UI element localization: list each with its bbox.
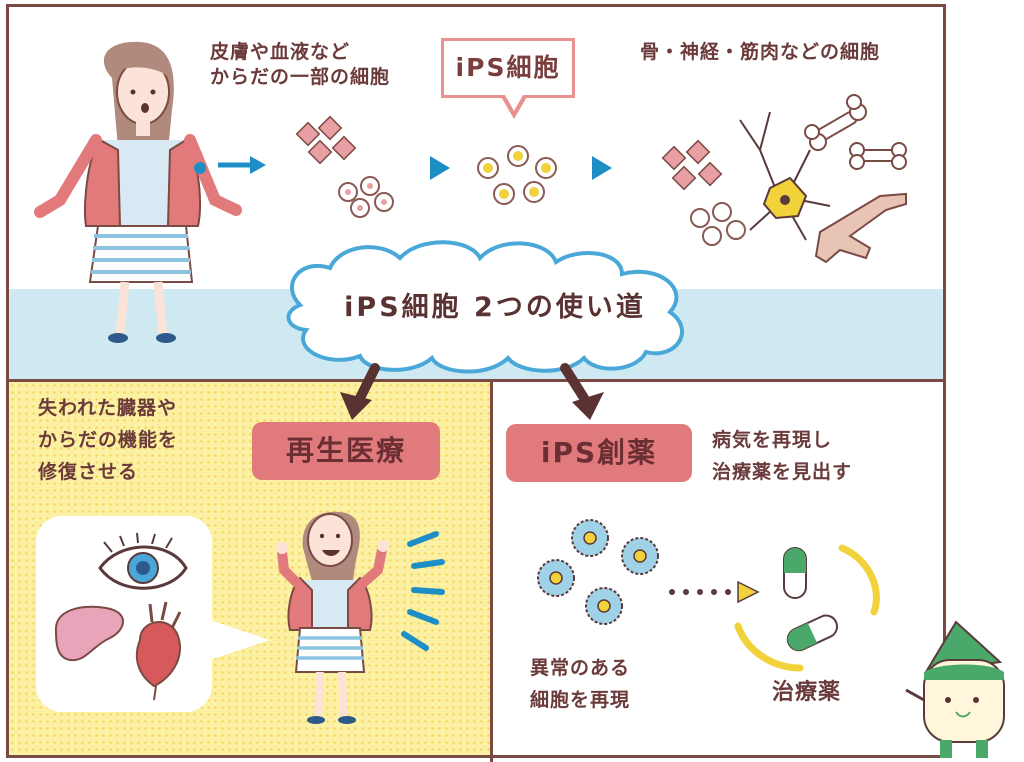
arrow-right-icon	[430, 156, 450, 180]
blood-cells-icon-2	[690, 202, 746, 246]
ips-drug-discovery-title: iPS創薬	[506, 424, 692, 482]
target-cells-label: 骨・神経・筋肉などの細胞	[640, 41, 881, 63]
regen-description: 失われた臓器や からだの機能を 修復させる	[38, 397, 179, 483]
woman-happy-illustration	[276, 511, 389, 724]
medicine-arc-bottom	[734, 622, 804, 672]
heart-icon	[135, 601, 182, 701]
organ-icon	[54, 605, 124, 662]
woman-illustration	[34, 41, 242, 343]
muscle-icon	[814, 192, 907, 264]
abnormal-cells-label: 異常のある 細胞を再現	[530, 657, 631, 711]
cloud-title: iPS細胞 2つの使い道	[344, 292, 646, 323]
mascot-character	[905, 620, 1005, 758]
vertical-divider	[490, 382, 493, 762]
blood-cells-icon	[338, 176, 394, 218]
eye-icon	[98, 532, 188, 590]
regen-medicine-title: 再生医療	[252, 422, 440, 480]
source-cells-label: 皮膚や血液など からだの一部の細胞	[210, 41, 391, 88]
down-arrow-right-icon	[560, 363, 604, 420]
horizontal-divider	[9, 379, 943, 382]
arrow-icon	[218, 156, 266, 174]
down-arrow-left-icon	[340, 363, 380, 420]
skin-cells-icon-2	[661, 139, 723, 191]
drug-description: 病気を再現し 治療薬を見出す	[712, 429, 853, 483]
bone-icon	[804, 94, 907, 170]
medicine-label: 治療薬	[772, 680, 842, 705]
bubble-tail	[210, 620, 270, 660]
medicine-arc-top	[838, 544, 880, 616]
arrow-right-icon-2	[592, 156, 612, 180]
dotted-arrow-icon	[669, 580, 760, 604]
skin-cells-icon	[295, 115, 357, 165]
capsule-icon-2	[786, 614, 839, 652]
capsule-icon	[783, 547, 807, 599]
ips-cell-label: iPS細胞	[441, 38, 575, 98]
emphasis-lines-icon	[401, 531, 445, 651]
